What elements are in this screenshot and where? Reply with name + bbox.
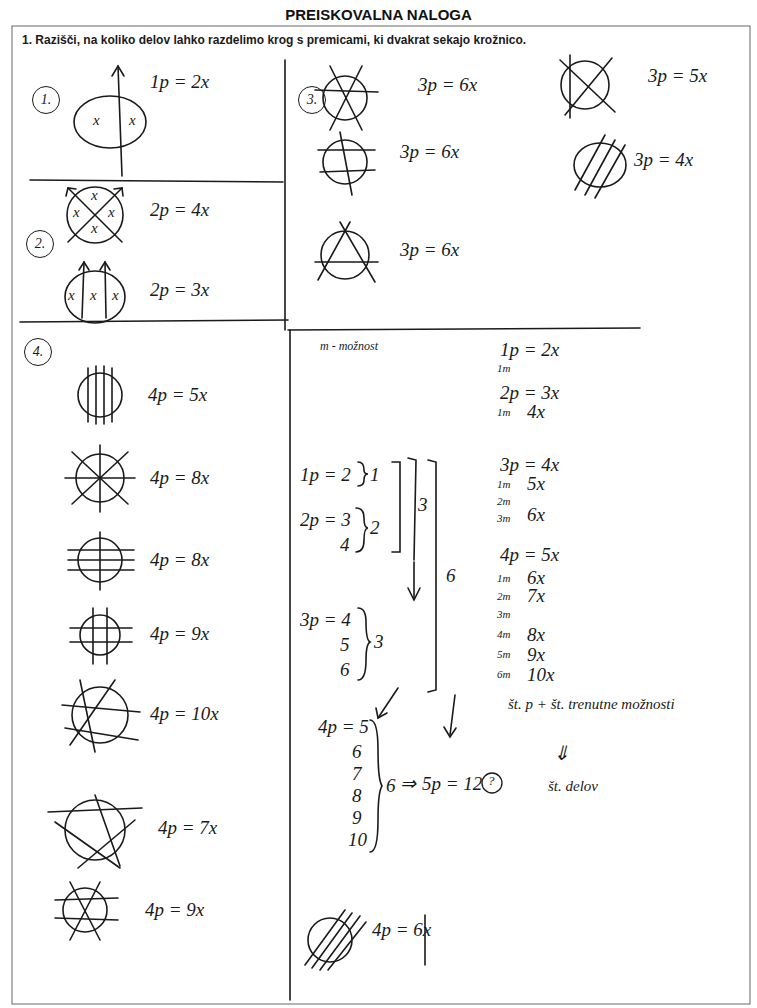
handwritten-note: 1m [497,572,510,584]
handwritten-note: 3 [374,632,384,653]
handwritten-note: 9x [527,645,545,666]
handwritten-note: 1p = 2x [500,340,559,361]
handwritten-note: 4p = 7x [158,818,217,839]
handwritten-note: 3 [418,495,428,516]
handwritten-note: x [108,204,115,221]
handwritten-note: x [91,220,98,237]
handwritten-note: ? [488,774,495,788]
handwritten-note: 2m [497,590,510,602]
handwritten-note: 3p = 6x [400,240,459,261]
section-number: 4. [33,344,44,360]
handwritten-note: 6 [340,660,350,681]
handwritten-note: 7x [527,586,545,607]
circled-number: 3. [298,86,326,114]
handwritten-note: 6x [527,505,545,526]
handwritten-note: 4p = 9x [150,624,209,645]
handwritten-note: 3p = 4 [300,610,351,631]
handwritten-note: 1p = 2 [300,465,351,486]
handwritten-note: x [129,112,136,129]
handwritten-note: 2p = 3x [150,280,209,301]
handwritten-note: 8x [527,625,545,646]
page-title: PREISKOVALNA NALOGA [0,6,757,23]
handwritten-note: 3p = 4x [634,150,693,171]
section-number: 2. [35,236,46,252]
handwritten-note: x [73,204,80,221]
handwritten-note: 6 [352,742,362,763]
handwritten-note: št. p + št. trenutne možnosti [508,696,708,713]
handwritten-note: 4x [527,402,545,423]
circled-number: 1. [32,86,60,114]
handwritten-note: 3p = 4x [500,455,559,476]
handwritten-note: 3p = 6x [400,142,459,163]
circled-number: 2. [26,230,54,258]
handwritten-note: x [91,187,98,204]
handwritten-note: 4p = 8x [150,550,209,571]
handwritten-note: 4p = 5x [148,385,207,406]
handwritten-note: 5m [497,648,510,660]
handwritten-note: 4m [497,628,510,640]
handwritten-note: 4p = 6x [372,920,431,941]
section-number: 3. [307,92,318,108]
handwritten-note: 2p = 3x [500,383,559,404]
handwritten-note: 6m [497,668,510,680]
handwritten-note: 5p = 12 [422,774,482,795]
handwritten-note: 8 [352,786,362,807]
handwritten-note: x [90,287,97,304]
handwritten-note: 1m [497,406,510,418]
handwritten-note: 2p = 4x [150,200,209,221]
handwritten-note: ⇓ [553,742,570,764]
circled-number: 4. [24,338,52,366]
handwritten-note: 4p = 8x [150,468,209,489]
handwritten-note: 4p = 5 [318,717,369,738]
handwritten-note: št. delov [548,778,598,795]
handwritten-note: 3p = 5x [648,66,707,87]
handwritten-note: m - možnost [320,340,378,353]
handwritten-note: 1m [497,362,510,374]
handwritten-note: 10 [348,830,367,851]
handwritten-note: 7 [352,764,362,785]
task-statement: 1. Razišči, na koliko delov lahko razdel… [22,34,742,47]
handwritten-note: 2 [370,518,380,539]
handwritten-note: 3m [497,512,510,524]
handwritten-note: 2p = 3 [300,510,351,531]
handwritten-note: 3p = 6x [418,75,477,96]
handwritten-note: 10x [527,665,554,686]
handwritten-note: x [68,287,75,304]
handwritten-note: 3m [497,608,510,620]
handwritten-note: 5 [340,635,350,656]
handwritten-note: 4 [340,535,350,556]
handwritten-note: ⇒ [400,774,416,795]
handwritten-note: x [112,287,119,304]
handwritten-note: 1m [497,478,510,490]
handwritten-note: 5x [527,474,545,495]
handwritten-note: 4p = 10x [150,704,219,725]
handwritten-note: x [93,112,100,129]
handwritten-note: 4p = 5x [500,545,559,566]
section-number: 1. [41,92,52,108]
handwritten-note: 6 [386,776,396,797]
handwritten-note: 6 [446,566,456,587]
handwritten-note: 4p = 9x [145,900,204,921]
handwritten-note: 1p = 2x [150,72,209,93]
handwritten-note: 1 [370,465,380,486]
handwritten-note: 2m [497,495,510,507]
handwritten-note: 9 [352,808,362,829]
